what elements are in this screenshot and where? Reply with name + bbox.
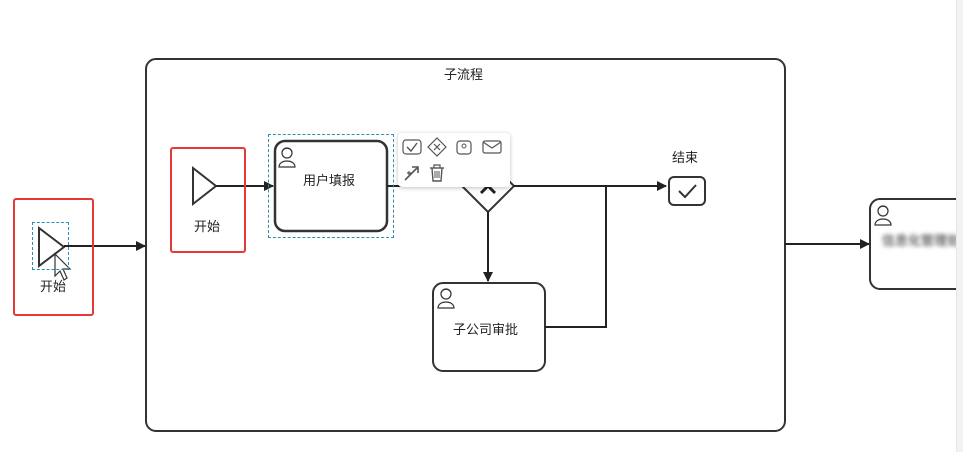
end-event-label: 结束 xyxy=(672,151,699,166)
canvas-vertical-scrollbar[interactable] xyxy=(956,0,963,452)
subprocess-title: 子流程 xyxy=(444,68,484,83)
envelope-icon xyxy=(482,140,502,154)
end-check-icon xyxy=(678,184,697,199)
task-right-label: 信息化管理处 xyxy=(882,234,960,249)
inner-start-event-icon[interactable] xyxy=(192,165,218,207)
connect-icon xyxy=(404,166,419,181)
user-icon xyxy=(437,288,455,309)
task-right-box[interactable] xyxy=(869,198,963,290)
user-icon xyxy=(874,205,892,226)
outer-start-event-icon[interactable] xyxy=(38,225,66,269)
append-message-button[interactable] xyxy=(482,137,502,157)
trash-icon xyxy=(430,164,444,182)
task-user-fill-label: 用户填报 xyxy=(303,174,356,189)
task-icon xyxy=(456,140,472,155)
outer-start-hover-outline xyxy=(32,222,69,270)
end-event-box[interactable] xyxy=(668,176,706,206)
task-company-approve-label: 子公司审批 xyxy=(453,323,519,338)
gateway-x-icon xyxy=(427,137,447,157)
context-pad xyxy=(398,133,510,187)
append-gateway-button[interactable] xyxy=(427,137,447,157)
flow-company-approve-to-end[interactable] xyxy=(545,186,607,328)
check-icon xyxy=(402,139,422,155)
outer-start-selection-highlight xyxy=(13,198,94,316)
inner-start-label: 开始 xyxy=(194,220,221,235)
append-task-button[interactable] xyxy=(454,137,474,157)
outer-start-label: 开始 xyxy=(40,280,67,295)
user-icon xyxy=(278,147,296,168)
user-fill-selection-outline xyxy=(268,134,394,238)
delete-button[interactable] xyxy=(427,163,447,183)
append-end-event-button[interactable] xyxy=(402,137,422,157)
inner-start-selection-highlight xyxy=(170,147,246,253)
connect-button[interactable] xyxy=(402,163,422,183)
